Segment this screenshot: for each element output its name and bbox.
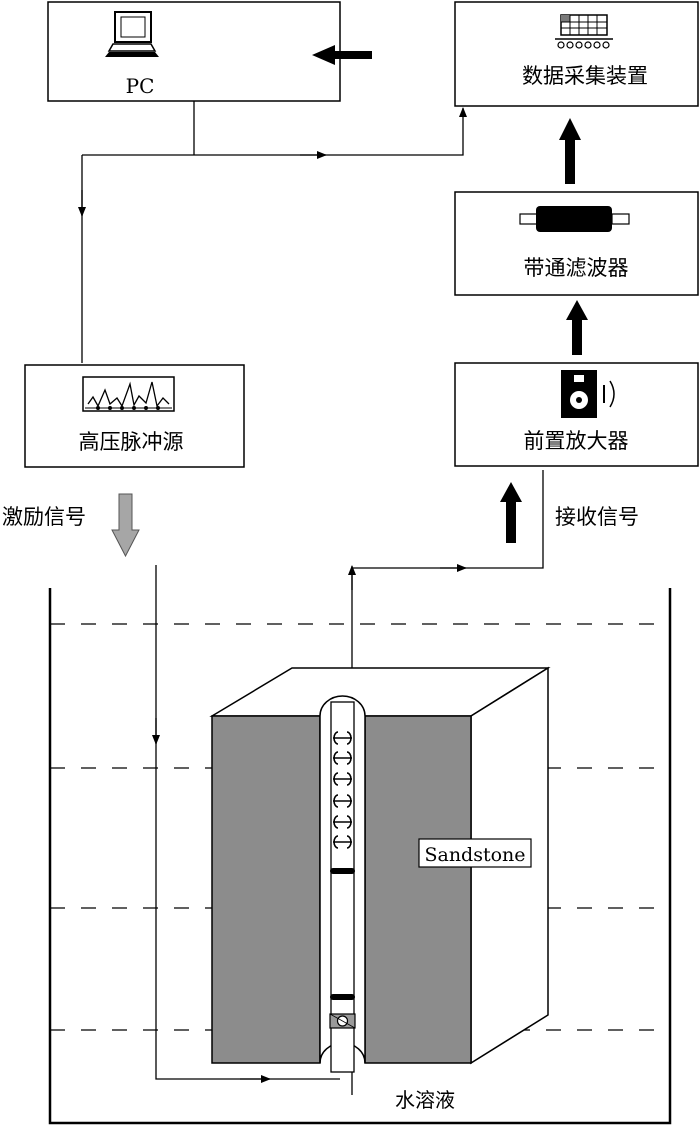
receiver-array-icon: [333, 731, 352, 849]
computer-icon: [105, 11, 159, 57]
excitation-signal-label: 激励信号: [2, 505, 86, 529]
sandstone-front-right: [364, 715, 472, 1064]
bandpass-box: 带通滤波器: [454, 191, 699, 296]
pc-to-daq-line: [82, 107, 467, 156]
preamp-box: 前置放大器: [454, 362, 699, 467]
pulse-source-label: 高压脉冲源: [79, 430, 184, 454]
isolator-lower: [330, 994, 355, 1000]
pc-box: PC: [47, 1, 341, 102]
water-solution-label: 水溶液: [395, 1088, 455, 1112]
sandstone-front-left: [211, 715, 321, 1064]
daq-box: 数据采集装置: [454, 1, 699, 107]
excitation-gray-arrow: [111, 493, 140, 558]
data-flow-arrow-to-preamp: [500, 482, 522, 543]
speaker-icon: [561, 370, 615, 418]
data-grid-icon: [555, 14, 613, 49]
receive-signal-label: 接收信号: [555, 505, 639, 529]
data-flow-arrow-to-pc: [312, 45, 372, 65]
bandpass-label: 带通滤波器: [524, 256, 629, 280]
filter-cylinder-icon: [519, 206, 630, 232]
pulse-source-box: 高压脉冲源: [24, 364, 245, 468]
data-flow-arrow-to-bandpass: [566, 300, 588, 355]
transmitter-icon: [329, 1013, 356, 1029]
pc-label: PC: [126, 74, 155, 98]
sandstone-tag: Sandstone: [418, 838, 532, 868]
daq-label: 数据采集装置: [522, 64, 648, 88]
logging-tool: [329, 701, 356, 1073]
data-flow-arrow-to-daq: [559, 118, 581, 184]
preamp-label: 前置放大器: [524, 429, 629, 453]
oscilloscope-icon: [82, 376, 175, 412]
isolator-upper: [330, 868, 355, 874]
sandstone-label: Sandstone: [424, 844, 525, 866]
